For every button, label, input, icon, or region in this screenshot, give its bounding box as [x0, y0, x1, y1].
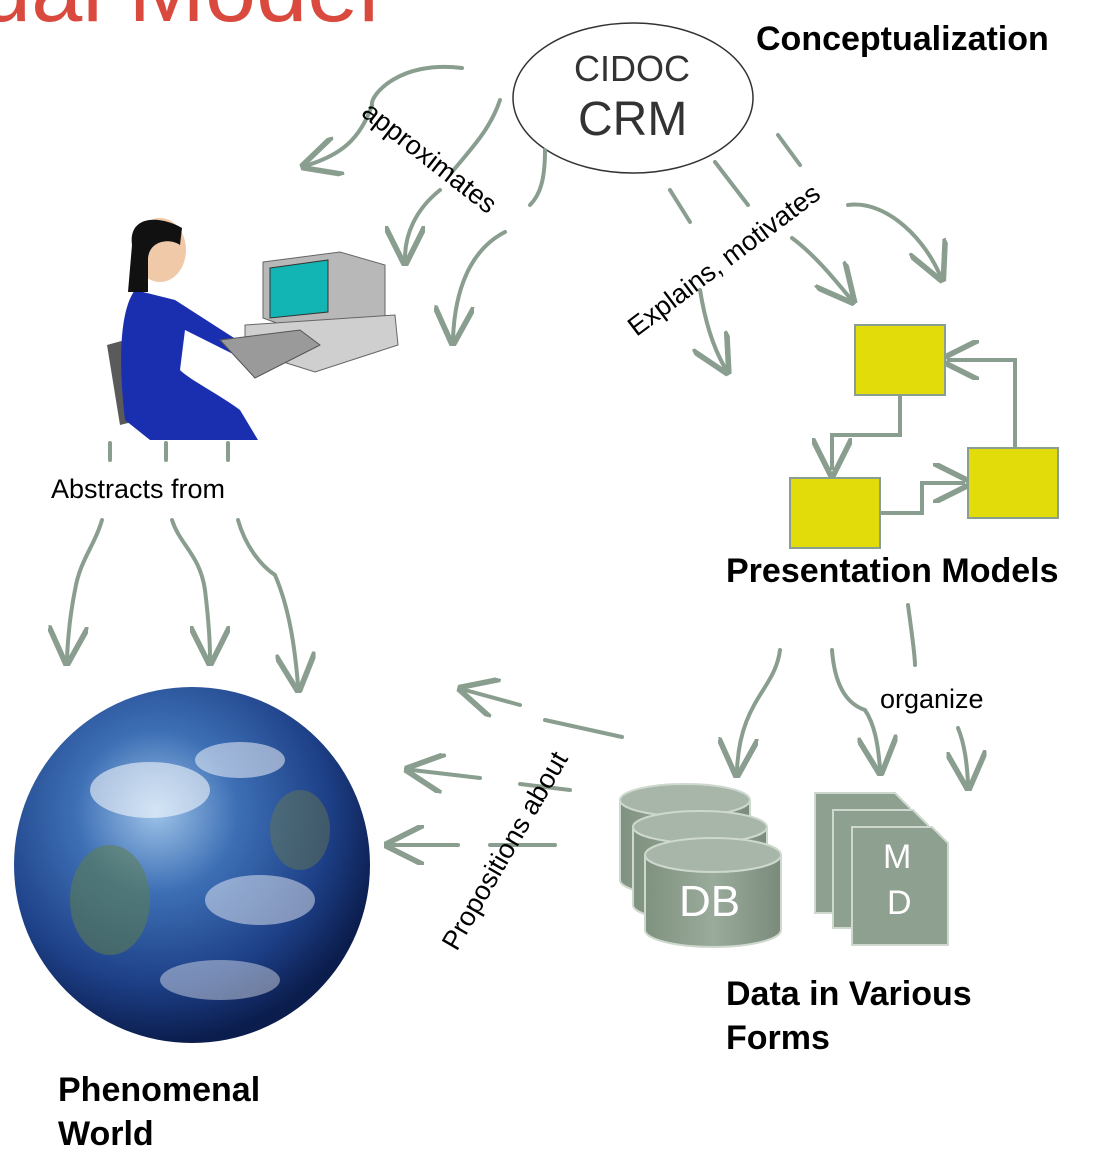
db-label: DB [679, 877, 741, 926]
data-forms-label-line1: Data in Various [726, 975, 972, 1013]
presentation-models-label: Presentation Models [726, 552, 1059, 590]
metadata-documents-icon [814, 792, 949, 946]
slide-title: ual Model [0, 0, 379, 43]
presentation-models-graphic [789, 324, 1059, 549]
phenomenal-world-label-line1: Phenomenal [58, 1071, 261, 1109]
conceptualization-label: Conceptualization [756, 20, 1049, 58]
person-at-computer-image [107, 218, 399, 440]
approximates-arrows [308, 64, 547, 338]
phenomenal-world-label-line2: World [58, 1115, 154, 1153]
database-icon [619, 783, 782, 948]
model-box-top [854, 324, 946, 396]
earth-globe-image [14, 687, 370, 1043]
organize-arrows [737, 603, 968, 783]
abstracts-from-label: Abstracts from [51, 474, 226, 504]
organize-label: organize [880, 684, 984, 714]
cidoc-label: CIDOC [574, 48, 690, 89]
cidoc-crm-node [512, 22, 754, 174]
model-box-left [789, 477, 881, 549]
md-label-m: M [883, 838, 912, 876]
model-box-right [967, 447, 1059, 519]
abstracts-from-arrows [67, 441, 298, 685]
crm-label: CRM [578, 93, 688, 146]
explains-arrows [668, 133, 940, 368]
propositions-arrows [392, 690, 624, 845]
md-label-d: D [887, 884, 912, 922]
data-forms-label-line2: Forms [726, 1019, 830, 1057]
